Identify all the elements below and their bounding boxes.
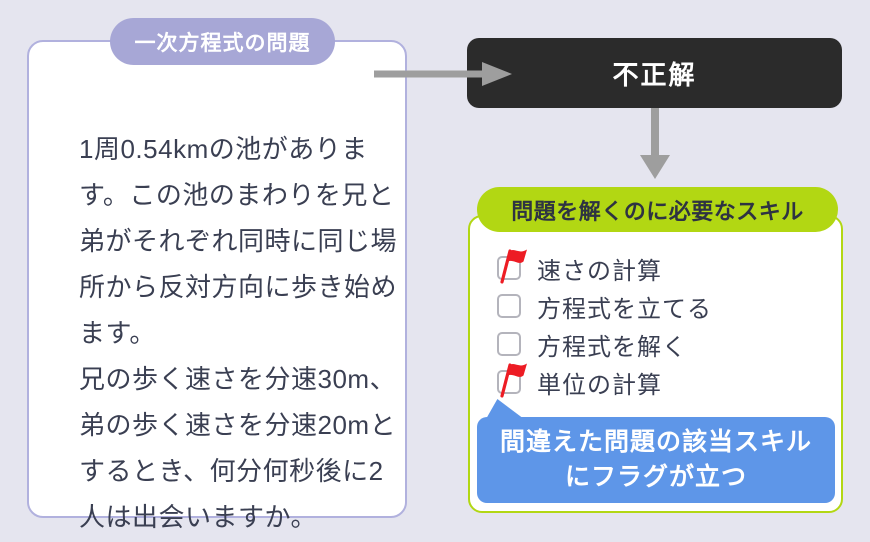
skill-label: 方程式を解く	[537, 333, 687, 361]
callout-bubble: 間違えた問題の該当スキル にフラグが立つ	[477, 417, 835, 503]
problem-card: 1周0.54kmの池がありま す。この池のまわりを兄と 弟がそれぞれ同時に同じ場…	[27, 40, 407, 532]
skill-item: 単位の計算	[468, 363, 843, 401]
skill-label: 単位の計算	[537, 371, 662, 399]
skills-panel-header: 問題を解くのに必要なスキル	[477, 187, 838, 232]
arrow-right-icon	[374, 62, 512, 86]
checkbox-icon[interactable]	[497, 363, 527, 398]
result-box: 不正解	[467, 38, 842, 108]
skill-list: 速さの計算方程式を立てる方程式を解く単位の計算	[468, 249, 843, 401]
checkbox-icon[interactable]	[497, 249, 527, 284]
problem-text: 1周0.54kmの池がありま す。この池のまわりを兄と 弟がそれぞれ同時に同じ場…	[79, 134, 398, 532]
skill-label: 速さの計算	[537, 257, 662, 285]
skill-label: 方程式を立てる	[537, 295, 712, 323]
skill-item: 速さの計算	[468, 249, 843, 287]
arrow-down-icon	[640, 108, 670, 179]
skill-item: 方程式を解く	[468, 325, 843, 363]
red-flag-icon	[500, 249, 527, 284]
checkbox-icon[interactable]	[497, 332, 521, 356]
problem-type-badge: 一次方程式の問題	[110, 18, 335, 65]
red-flag-icon	[500, 363, 527, 398]
checkbox-icon[interactable]	[497, 294, 521, 318]
skill-item: 方程式を立てる	[468, 287, 843, 325]
